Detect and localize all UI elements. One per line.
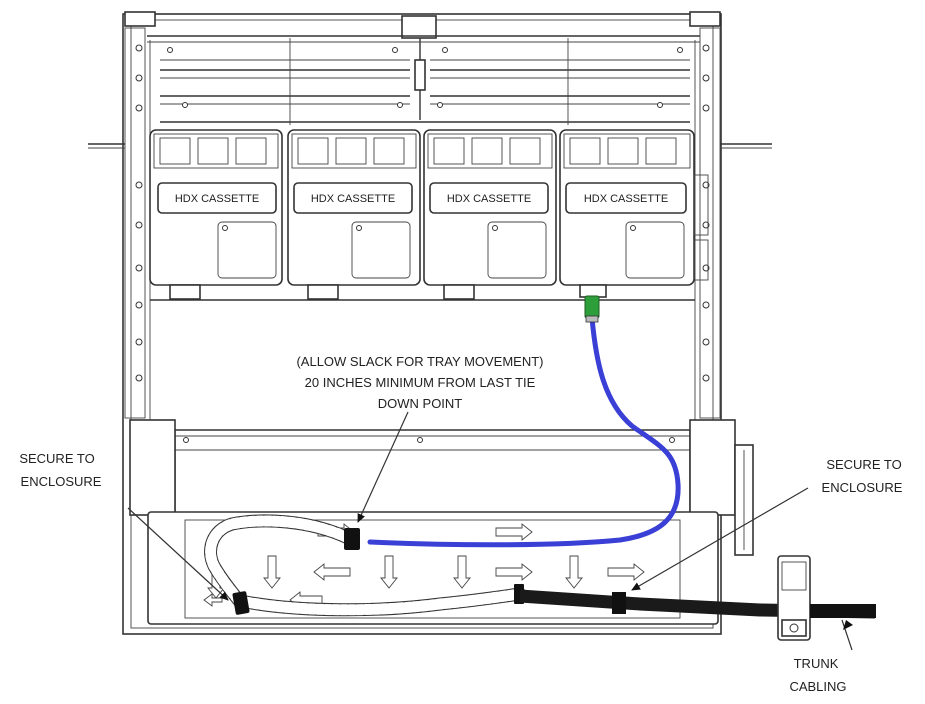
secure-right-line-2: ENCLOSURE xyxy=(822,480,903,495)
secure-left-line-2: ENCLOSURE xyxy=(21,474,102,489)
cassette-1: HDX CASSETTE xyxy=(149,129,283,300)
secure-right-line-1: SECURE TO xyxy=(826,457,901,472)
cassette-4: HDX CASSETTE xyxy=(559,129,695,298)
callout-secure-right: SECURE TO ENCLOSURE xyxy=(822,457,903,495)
slack-callout-line-1: (ALLOW SLACK FOR TRAY MOVEMENT) xyxy=(296,354,543,369)
callout-leaders xyxy=(127,411,853,651)
spiral-wrap xyxy=(204,514,527,617)
secure-left-line-1: SECURE TO xyxy=(19,451,94,466)
trunk-cable xyxy=(519,555,876,641)
cassette-3: HDX CASSETTE xyxy=(423,129,557,300)
cassette-3-label: HDX CASSETTE xyxy=(447,193,531,205)
cassette-1-label: HDX CASSETTE xyxy=(175,193,259,205)
cassette-4-label: HDX CASSETTE xyxy=(584,193,668,205)
trunk-line-2: CABLING xyxy=(789,679,846,694)
trunk-line-1: TRUNK xyxy=(794,656,839,671)
cassette-2-label: HDX CASSETTE xyxy=(311,193,395,205)
slack-callout-line-2: 20 INCHES MINIMUM FROM LAST TIE xyxy=(305,375,536,390)
callout-trunk: TRUNK CABLING xyxy=(789,656,846,694)
cassette-row: HDX CASSETTE HDX CASSETTE HDX CASSETTE xyxy=(149,129,709,300)
cassette-2: HDX CASSETTE xyxy=(287,129,421,300)
slack-callout-line-3: DOWN POINT xyxy=(378,396,463,411)
callout-secure-left: SECURE TO ENCLOSURE xyxy=(19,451,101,489)
blue-jumper-cable xyxy=(367,295,681,548)
callout-slack: (ALLOW SLACK FOR TRAY MOVEMENT) 20 INCHE… xyxy=(296,354,543,411)
